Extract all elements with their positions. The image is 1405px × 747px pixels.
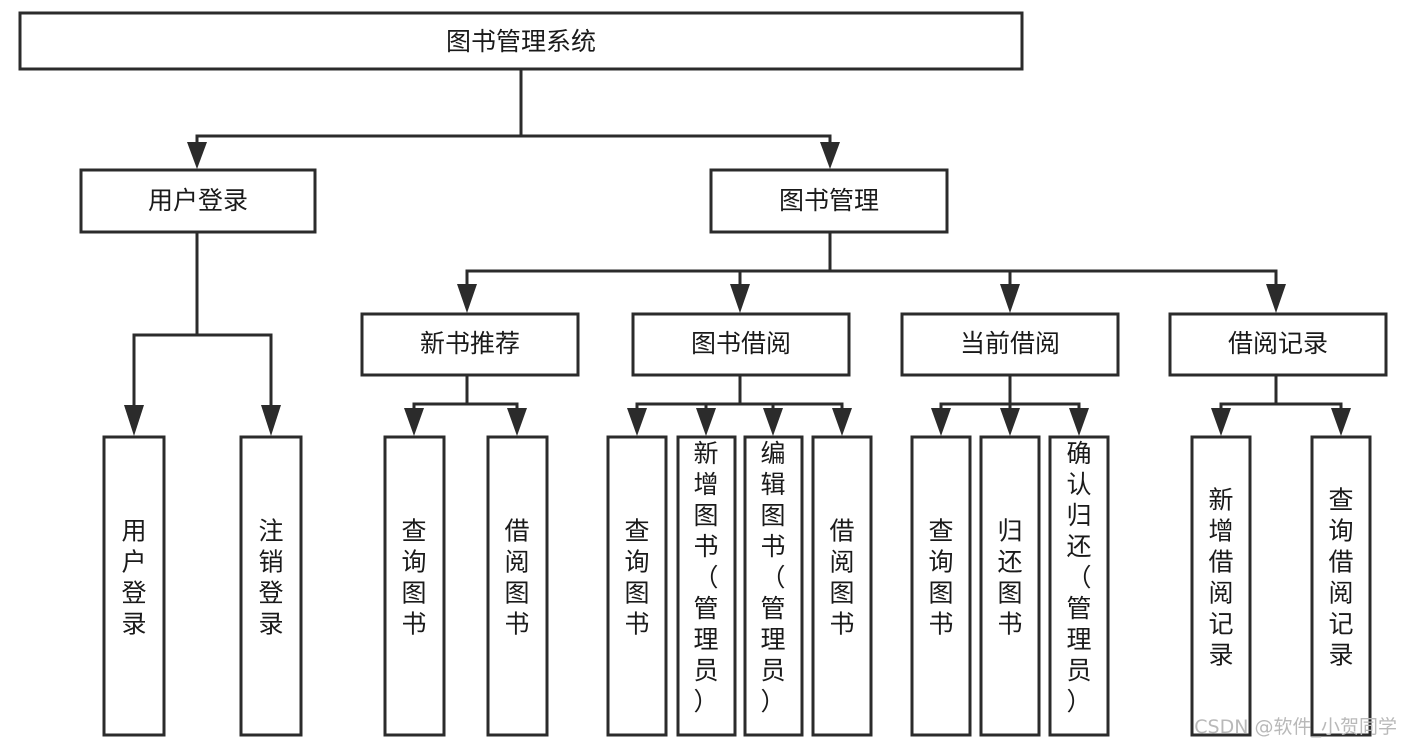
node-new-book-rec[interactable]: 新书推荐 <box>360 312 580 377</box>
arrow-to-leaf-confirm-return <box>1069 408 1089 436</box>
node-leaf-query-book-2[interactable]: 查询图书 <box>606 435 668 737</box>
node-current-borrow[interactable]: 当前借阅 <box>900 312 1120 377</box>
node-root-box[interactable] <box>18 11 1024 71</box>
node-leaf-return-book-label: 归还图书 <box>997 517 1022 639</box>
leaves-layer: 用户登录 注销登录 查询图书 借阅图书 查询图书 新增图书（管理员） 编辑图书（… <box>102 435 1372 737</box>
arrow-to-book-borrow <box>730 284 750 313</box>
node-borrow-record-box[interactable] <box>1168 312 1388 377</box>
node-leaf-logout[interactable]: 注销登录 <box>239 435 303 737</box>
node-leaf-edit-book-label: 编辑图书（管理员） <box>760 439 785 716</box>
node-root-label: 图书管理系统 <box>446 27 596 56</box>
node-leaf-query-record[interactable]: 查询借阅记录 <box>1310 435 1372 737</box>
node-leaf-query-record-label: 查询借阅记录 <box>1328 486 1353 670</box>
node-leaf-query-book-1[interactable]: 查询图书 <box>383 435 446 737</box>
node-leaf-edit-book[interactable]: 编辑图书（管理员） <box>743 435 804 737</box>
arrow-to-leaf-add-record <box>1211 408 1231 436</box>
node-book-manage-label: 图书管理 <box>779 186 879 215</box>
node-leaf-borrow-book-2[interactable]: 借阅图书 <box>811 435 873 737</box>
node-leaf-query-record-box[interactable] <box>1310 435 1372 737</box>
node-leaf-add-book-label: 新增图书（管理员） <box>693 439 718 716</box>
node-user-login-label: 用户登录 <box>148 186 248 215</box>
csdn-watermark: CSDN @软件_小贺同学 <box>1194 716 1397 738</box>
node-book-manage[interactable]: 图书管理 <box>709 168 949 234</box>
arrow-to-leaf-query-book-2 <box>627 408 647 436</box>
node-user-login[interactable]: 用户登录 <box>79 168 317 234</box>
node-leaf-borrow-book-2-box[interactable] <box>811 435 873 737</box>
arrow-to-leaf-return-book <box>1000 408 1020 436</box>
arrow-to-leaf-borrow-book-1 <box>507 408 527 436</box>
arrow-to-borrow-record <box>1266 284 1286 313</box>
node-leaf-logout-label: 注销登录 <box>258 517 283 639</box>
node-leaf-borrow-book-1-label: 借阅图书 <box>504 517 529 639</box>
arrow-to-leaf-add-book <box>696 408 716 436</box>
node-leaf-add-book-box[interactable] <box>676 435 737 737</box>
node-leaf-borrow-book-1-box[interactable] <box>486 435 549 737</box>
node-new-book-rec-label: 新书推荐 <box>420 329 520 358</box>
node-root[interactable]: 图书管理系统 <box>18 11 1024 71</box>
arrow-to-new-book-rec <box>457 284 477 313</box>
node-borrow-record-label: 借阅记录 <box>1228 329 1328 358</box>
arrow-to-leaf-borrow-book-2 <box>832 408 852 436</box>
node-user-login-box[interactable] <box>79 168 317 234</box>
node-leaf-confirm-return-box[interactable] <box>1048 435 1110 737</box>
node-book-manage-box[interactable] <box>709 168 949 234</box>
node-leaf-return-book-box[interactable] <box>979 435 1041 737</box>
node-leaf-user-login-box[interactable] <box>102 435 166 737</box>
edges-layer <box>124 67 1351 436</box>
arrow-to-user-login <box>187 142 207 169</box>
arrow-to-leaf-query-record <box>1331 408 1351 436</box>
node-leaf-query-book-1-label: 查询图书 <box>401 517 426 639</box>
node-new-book-rec-box[interactable] <box>360 312 580 377</box>
arrow-to-book-manage <box>820 142 840 169</box>
node-leaf-query-book-2-label: 查询图书 <box>624 517 649 639</box>
arrow-to-leaf-edit-book <box>763 408 783 436</box>
node-borrow-record[interactable]: 借阅记录 <box>1168 312 1388 377</box>
arrow-to-leaf-query-book-1 <box>404 408 424 436</box>
node-leaf-query-book-3-label: 查询图书 <box>928 517 953 639</box>
node-leaf-add-record[interactable]: 新增借阅记录 <box>1190 435 1252 737</box>
node-leaf-query-book-1-box[interactable] <box>383 435 446 737</box>
arrow-to-leaf-logout <box>261 405 281 436</box>
node-leaf-query-book-3[interactable]: 查询图书 <box>910 435 972 737</box>
node-leaf-add-record-box[interactable] <box>1190 435 1252 737</box>
node-leaf-confirm-return-label: 确认归还（管理员） <box>1066 439 1091 716</box>
node-current-borrow-label: 当前借阅 <box>960 329 1060 358</box>
node-leaf-query-book-2-box[interactable] <box>606 435 668 737</box>
arrow-to-leaf-query-book-3 <box>931 408 951 436</box>
node-leaf-add-book[interactable]: 新增图书（管理员） <box>676 435 737 737</box>
node-leaf-edit-book-box[interactable] <box>743 435 804 737</box>
arrow-to-leaf-user-login <box>124 405 144 436</box>
arrow-to-current-borrow <box>1000 284 1020 313</box>
node-leaf-confirm-return[interactable]: 确认归还（管理员） <box>1048 435 1110 737</box>
node-leaf-query-book-3-box[interactable] <box>910 435 972 737</box>
node-leaf-logout-box[interactable] <box>239 435 303 737</box>
node-book-borrow-box[interactable] <box>631 312 851 377</box>
node-book-borrow[interactable]: 图书借阅 <box>631 312 851 377</box>
node-current-borrow-box[interactable] <box>900 312 1120 377</box>
node-leaf-borrow-book-1[interactable]: 借阅图书 <box>486 435 549 737</box>
node-leaf-user-login-label: 用户登录 <box>121 517 146 639</box>
node-leaf-add-record-label: 新增借阅记录 <box>1208 486 1233 670</box>
node-leaf-return-book[interactable]: 归还图书 <box>979 435 1041 737</box>
node-leaf-user-login[interactable]: 用户登录 <box>102 435 166 737</box>
node-book-borrow-label: 图书借阅 <box>691 329 791 358</box>
node-leaf-borrow-book-2-label: 借阅图书 <box>829 517 854 639</box>
